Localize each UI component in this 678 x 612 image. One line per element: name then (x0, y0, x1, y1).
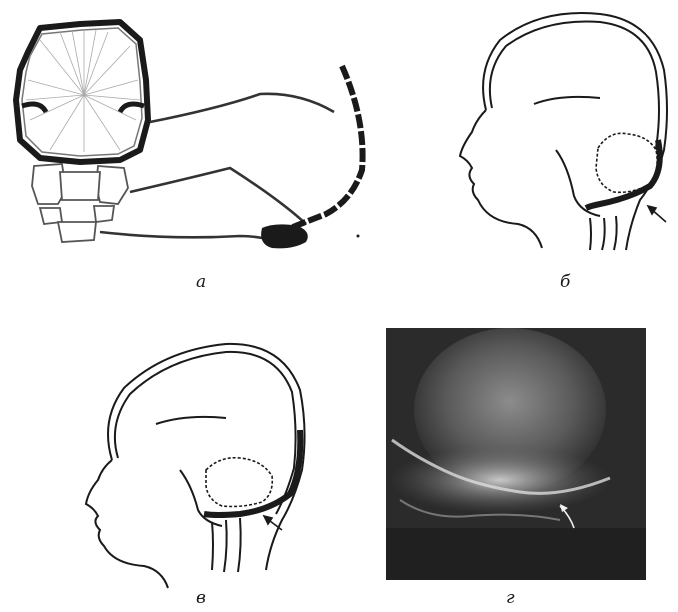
sinus-curve (286, 66, 363, 230)
panel-g-xray (386, 328, 646, 580)
face-profile-v (86, 460, 168, 588)
panel-a-diagram (16, 22, 363, 248)
lesion-b (596, 133, 657, 192)
panel-label-g: г (506, 588, 515, 608)
head-outline-v (108, 344, 305, 570)
head-outline-b (483, 13, 667, 250)
panel-v-head-profile (86, 344, 305, 588)
sinus-knot (261, 224, 308, 248)
face-profile-b (460, 110, 542, 248)
vertebrae (32, 164, 128, 242)
arrow-b (648, 206, 666, 222)
panel-label-a: а (196, 272, 206, 292)
panel-label-v: в (196, 588, 206, 608)
panel-b-head-profile (460, 13, 667, 250)
arrow-v (264, 516, 282, 530)
panel-label-b: б (560, 272, 570, 292)
lesion-v (206, 458, 272, 507)
